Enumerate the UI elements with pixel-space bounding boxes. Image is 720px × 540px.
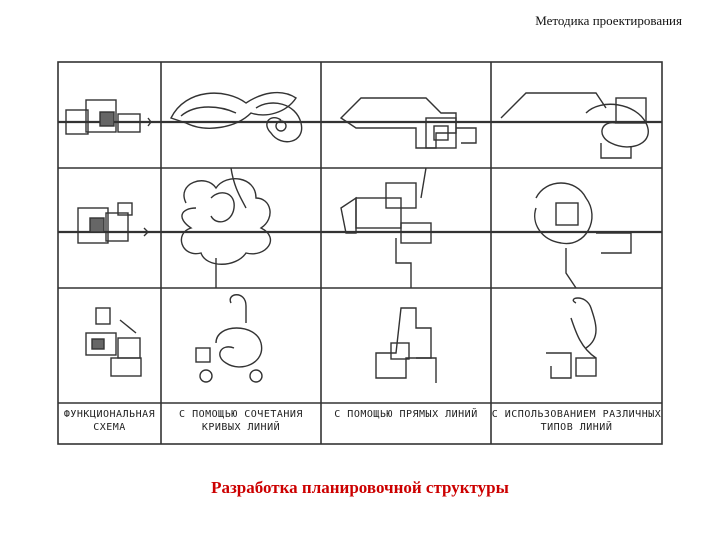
scheme-block bbox=[111, 358, 141, 376]
scheme-line bbox=[120, 320, 136, 333]
mixed-block bbox=[616, 98, 646, 123]
scheme-block bbox=[92, 339, 104, 349]
straight-line bbox=[421, 168, 426, 198]
label-functional-scheme: Функциональная схема bbox=[58, 408, 161, 434]
curve-line bbox=[181, 107, 236, 116]
curve-spiral bbox=[211, 193, 234, 222]
mixed-line bbox=[596, 233, 631, 253]
mixed-curve bbox=[535, 183, 592, 244]
curve-line bbox=[231, 168, 246, 208]
scheme-block bbox=[100, 112, 114, 126]
page-header-title: Методика проектирования bbox=[535, 13, 682, 29]
curve-shape bbox=[181, 179, 270, 265]
straight-block bbox=[356, 198, 401, 228]
mixed-line bbox=[501, 93, 606, 118]
row1-drawings bbox=[66, 93, 648, 158]
straight-line bbox=[416, 358, 436, 383]
mixed-block bbox=[576, 358, 596, 376]
straight-block bbox=[391, 343, 409, 359]
curve-block bbox=[196, 348, 210, 362]
scheme-arrow bbox=[140, 118, 151, 126]
straight-shape bbox=[341, 198, 356, 233]
scheme-block bbox=[118, 338, 140, 358]
curve-circle bbox=[200, 370, 212, 382]
mixed-line bbox=[566, 248, 576, 288]
curve-line bbox=[230, 295, 246, 323]
mixed-curve bbox=[586, 104, 648, 147]
scheme-arrow bbox=[134, 228, 148, 236]
figure-caption: Разработка планировочной структуры bbox=[0, 478, 720, 498]
figure-drawing bbox=[56, 58, 666, 448]
mixed-curve bbox=[573, 298, 596, 348]
scheme-block bbox=[106, 213, 128, 241]
mixed-block bbox=[556, 203, 578, 225]
curve-circle bbox=[250, 370, 262, 382]
scheme-block bbox=[90, 218, 104, 232]
straight-line bbox=[456, 128, 476, 143]
curve-spiral bbox=[216, 328, 262, 367]
straight-line bbox=[396, 238, 411, 288]
mixed-curve bbox=[571, 318, 596, 358]
mixed-line bbox=[546, 353, 571, 378]
planning-structure-figure: Функциональная схема С помощью сочетания… bbox=[56, 58, 666, 448]
label-curved-lines: С помощью сочетания кривых линий bbox=[161, 408, 321, 434]
row3-drawings bbox=[86, 295, 596, 383]
label-mixed-lines: С использованием различных типов линий bbox=[491, 408, 662, 434]
scheme-block bbox=[96, 308, 110, 324]
label-straight-lines: С помощью прямых линий bbox=[321, 408, 491, 421]
